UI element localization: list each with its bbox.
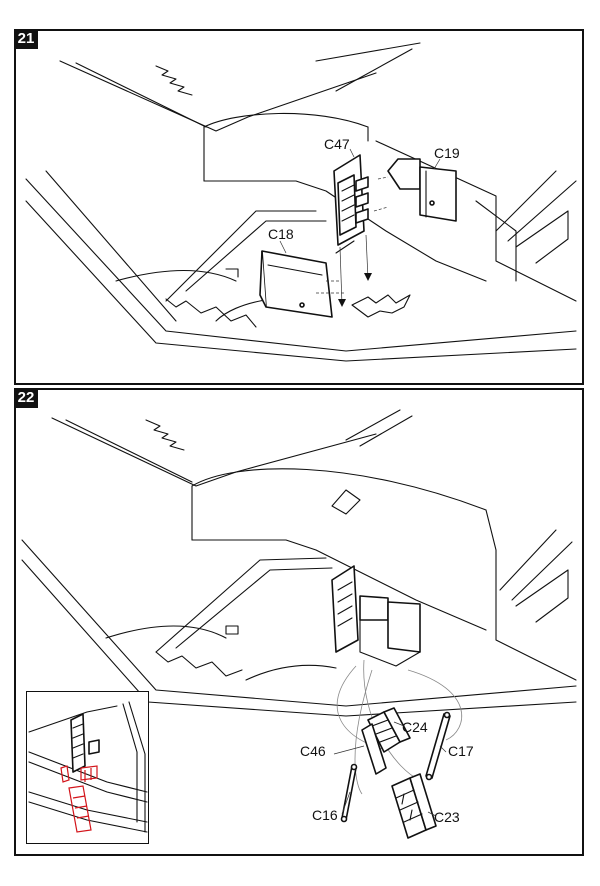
inset-highlight — [80, 765, 98, 781]
c18-label: C18 — [268, 226, 294, 242]
c19-leader-line — [433, 158, 441, 170]
c17-leader-line — [439, 745, 447, 753]
part-c18 — [259, 250, 333, 318]
assembly-arrows — [316, 176, 411, 318]
inset-highlight — [84, 768, 92, 782]
c46-label: C46 — [300, 743, 326, 759]
step-22-diagram: C24 C46 C17 C16 C23 — [21, 409, 577, 839]
inset-highlight — [60, 765, 70, 783]
step-22-panel: 22 — [14, 388, 584, 856]
c46-leader-line — [333, 745, 365, 755]
part-c24 — [367, 707, 411, 753]
c23-label: C23 — [434, 809, 460, 825]
c16-leader-line — [341, 791, 351, 815]
guide-line — [407, 669, 463, 741]
c16-label: C16 — [312, 807, 338, 823]
installed-bay-assembly — [331, 565, 421, 667]
part-c23 — [391, 773, 437, 839]
inset-highlight — [68, 785, 92, 833]
c23-leader-line — [427, 811, 437, 817]
inset-highlight — [72, 795, 90, 819]
fuselage-outline — [25, 42, 577, 362]
c24-label: C24 — [402, 719, 428, 735]
fuselage-outline — [21, 409, 577, 717]
c17-label: C17 — [448, 743, 474, 759]
part-c16 — [340, 763, 358, 823]
detail-inset — [26, 691, 149, 844]
part-c19 — [387, 158, 457, 222]
step-21-diagram: C47 C19 C18 — [25, 42, 577, 362]
c47-label: C47 — [324, 136, 350, 152]
c18-leader-line — [279, 240, 287, 254]
step-number-badge: 21 — [14, 29, 38, 49]
part-c17 — [425, 711, 451, 781]
c24-leader-line — [393, 721, 405, 727]
part-c46 — [361, 723, 387, 775]
part-c47 — [333, 154, 369, 254]
inset-diagram — [28, 701, 148, 833]
c19-label: C19 — [434, 145, 460, 161]
c47-leader-line — [349, 148, 355, 158]
guide-line — [354, 669, 373, 795]
step-21-panel: 21 — [14, 29, 584, 385]
step-number-badge: 22 — [14, 388, 38, 408]
